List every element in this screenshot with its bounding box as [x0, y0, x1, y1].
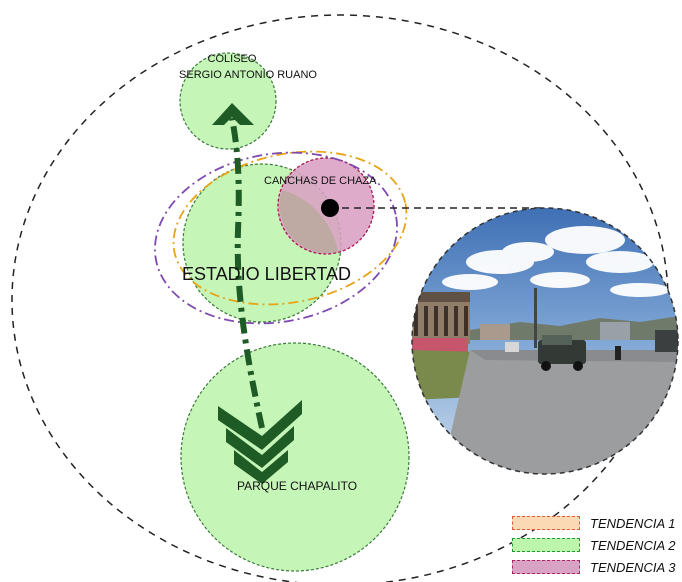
arrow-head-north-icon: [212, 103, 254, 125]
location-point-icon: [321, 199, 339, 217]
canchas-label: CANCHAS DE CHAZA: [264, 175, 377, 187]
legend-item-tendencia-2: TENDENCIA 2: [512, 534, 680, 556]
legend-label-tendencia-2: TENDENCIA 2: [590, 537, 676, 553]
coliseo-area: [179, 52, 277, 150]
tendencia-3-ellipse: [154, 151, 398, 325]
legend-swatch-tendencia-3: [512, 560, 580, 574]
coliseo-label-line1: COLISEO: [208, 53, 257, 65]
chevrons-south-icon: [218, 400, 302, 484]
overlap-area: [279, 190, 338, 254]
legend-swatch-tendencia-1: [512, 516, 580, 530]
legend-item-tendencia-3: TENDENCIA 3: [512, 556, 680, 578]
parque-label: PARQUE CHAPALITO: [237, 479, 357, 493]
street-photo: [412, 208, 678, 474]
legend-item-tendencia-1: TENDENCIA 1: [512, 512, 680, 534]
legend-label-tendencia-3: TENDENCIA 3: [590, 559, 676, 575]
coliseo-label-line2: SERGIO ANTONIO RUANO: [179, 69, 317, 81]
legend: TENDENCIA 1 TENDENCIA 2 TENDENCIA 3: [512, 512, 680, 578]
tendencia-1-ellipse: [172, 150, 408, 306]
street-photo-frame: [411, 207, 679, 475]
parque-chapalito-area: [180, 342, 410, 572]
estadio-label: ESTADIO LIBERTAD: [182, 264, 351, 284]
legend-swatch-tendencia-2: [512, 538, 580, 552]
legend-label-tendencia-1: TENDENCIA 1: [590, 515, 676, 531]
